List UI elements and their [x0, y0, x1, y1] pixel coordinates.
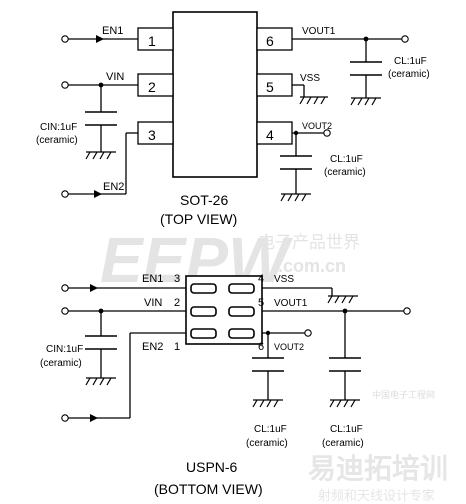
watermark-layer: EEPW 电子产品世界 .com.cn 中国电子工程网 易迪拓培训 射频和天线设… — [100, 224, 448, 503]
pad-5 — [228, 306, 255, 317]
pin-number: 2 — [148, 79, 156, 95]
label-en1: EN1 — [142, 273, 163, 285]
cl2-name: CL:1uF — [330, 154, 363, 165]
pin-number: 4 — [258, 273, 264, 285]
cl1-type: (ceramic) — [322, 438, 364, 449]
arrow-icon — [90, 414, 98, 422]
cl1-name: CL:1uF — [394, 56, 427, 67]
arrow-icon — [96, 35, 104, 43]
pad-1 — [190, 328, 217, 339]
watermark-corner: 中国电子工程网 — [372, 389, 435, 400]
cin-name: CIN:1uF — [40, 122, 77, 133]
pin-number: 5 — [258, 297, 264, 309]
terminal-vout2 — [323, 129, 331, 137]
uspn6-diagram: EN1 3 VIN 2 EN2 1 4 VSS 5 VOUT1 6 VOUT2 — [40, 273, 411, 497]
terminal-vout1 — [403, 307, 411, 315]
pad-6 — [228, 328, 255, 339]
arrow-icon — [94, 190, 102, 198]
pad-4 — [228, 283, 255, 294]
pin-number: 6 — [266, 33, 274, 49]
label-vout1: VOUT1 — [302, 26, 336, 37]
pin-number: 3 — [148, 127, 156, 143]
sot26-title: SOT-26 — [180, 192, 228, 208]
cl1-type: (ceramic) — [388, 69, 430, 80]
label-vout2: VOUT2 — [302, 121, 332, 131]
watermark-bottom-cn: 易迪拓培训 — [308, 452, 448, 484]
pin-number: 1 — [148, 33, 156, 49]
watermark-brand-cn: 电子产品世界 — [258, 233, 360, 252]
pin-5 — [256, 73, 293, 97]
label-vout2: VOUT2 — [274, 342, 304, 352]
label-en1: EN1 — [102, 25, 123, 37]
ground-icon — [252, 399, 283, 408]
terminal-en2 — [61, 414, 69, 422]
pin-number: 5 — [266, 79, 274, 95]
cl2-name: CL:1uF — [254, 424, 287, 435]
terminal-vin — [61, 307, 69, 315]
pin-4 — [256, 121, 293, 145]
uspn6-subtitle: (BOTTOM VIEW) — [154, 481, 263, 497]
cin-name: CIN:1uF — [46, 344, 83, 355]
ground-icon — [85, 377, 116, 386]
pin-number: 3 — [174, 273, 180, 285]
terminal-vout2 — [304, 329, 312, 337]
label-vin: VIN — [106, 71, 124, 83]
pin-number: 2 — [174, 297, 180, 309]
pad-3 — [190, 283, 217, 294]
terminal-en2 — [61, 190, 69, 198]
cin-type: (ceramic) — [36, 135, 78, 146]
label-vss: VSS — [274, 274, 294, 285]
cin-type: (ceramic) — [40, 358, 82, 369]
label-vin: VIN — [144, 297, 162, 309]
sot26-subtitle: (TOP VIEW) — [160, 211, 237, 227]
terminal-en1 — [61, 35, 69, 43]
arrow-icon — [90, 284, 98, 292]
pad-2 — [190, 306, 217, 317]
terminal-vin — [61, 81, 69, 89]
ground-icon — [327, 295, 358, 304]
ground-icon — [329, 399, 360, 408]
watermark-url: .com.cn — [278, 256, 346, 276]
uspn6-title: USPN-6 — [186, 459, 238, 475]
terminal-vout1 — [401, 35, 409, 43]
pin-6 — [256, 27, 293, 51]
cl2-type: (ceramic) — [324, 167, 366, 178]
sot26-body — [172, 11, 258, 178]
pin-number: 1 — [174, 341, 180, 353]
terminal-en1 — [61, 284, 69, 292]
ground-icon — [350, 97, 381, 106]
cl1-name: CL:1uF — [330, 424, 363, 435]
label-vss: VSS — [300, 73, 320, 84]
watermark-bottom-sub: 射频和天线设计专家 — [318, 488, 435, 503]
ground-icon — [280, 193, 311, 202]
ground-icon — [85, 151, 116, 160]
ground-icon — [299, 96, 328, 105]
cl2-type: (ceramic) — [246, 438, 288, 449]
pin-number: 4 — [266, 127, 274, 143]
label-en2: EN2 — [103, 181, 124, 193]
label-vout1: VOUT1 — [274, 298, 308, 309]
pin-number: 6 — [258, 341, 264, 353]
sot26-diagram: 1 2 3 6 5 4 EN1 VIN CIN:1uF (ceramic) — [36, 11, 430, 227]
label-en2: EN2 — [142, 341, 163, 353]
